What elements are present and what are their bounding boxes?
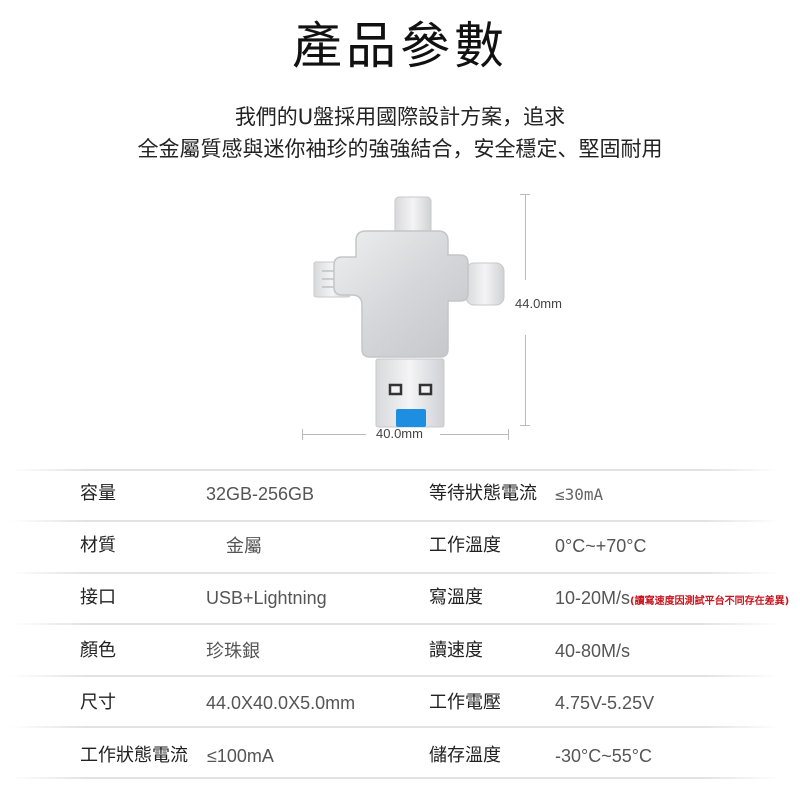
spec-divider [10, 726, 780, 728]
width-dimension-line-right [440, 434, 508, 435]
spec-value-color: 珍珠銀 [206, 641, 260, 661]
spec-value-write-speed-group: 10-20M/s(讀寫速度因測試平台不同存在差異) [555, 586, 789, 614]
spec-divider [10, 623, 780, 625]
spec-note-speed-disclaimer: (讀寫速度因測試平台不同存在差異) [630, 596, 790, 607]
spec-value-standby-current: ≤30mA [555, 485, 604, 504]
spec-value-material: 金屬 [226, 536, 262, 556]
spec-value-working-current: ≤100mA [207, 746, 274, 766]
spec-value-voltage: 4.75V-5.25V [555, 693, 655, 713]
spec-value-interface: USB+Lightning [206, 588, 327, 608]
subtitle-line-2: 全金屬質感與迷你袖珍的強強結合，安全穩定、堅固耐用 [137, 137, 663, 161]
width-dimension-label: 40.0mm [376, 426, 423, 441]
spec-value-read-speed: 40-80M/s [555, 641, 631, 661]
spec-label-material: 材質 [80, 535, 116, 556]
usb-drive-illustration [313, 196, 505, 428]
spec-divider [10, 675, 780, 677]
spec-label-read-speed: 讀速度 [429, 640, 483, 661]
height-dimension-label: 44.0mm [515, 296, 562, 311]
spec-divider [10, 469, 780, 471]
height-dimension-tick-bottom [520, 425, 530, 426]
width-dimension-tick-right [508, 429, 509, 440]
spec-label-interface: 接口 [80, 587, 116, 608]
height-dimension-line-bottom [525, 335, 526, 425]
spec-divider [10, 520, 780, 522]
spec-label-size: 尺寸 [80, 692, 116, 713]
spec-label-capacity: 容量 [80, 483, 116, 504]
spec-value-capacity: 32GB-256GB [206, 484, 315, 504]
width-dimension-line-left [302, 434, 366, 435]
subtitle-line-1: 我們的U盤採用國際設計方案，追求 [234, 105, 566, 129]
spec-value-operating-temp: 0°C~+70°C [555, 536, 647, 556]
spec-divider [10, 777, 780, 779]
spec-label-write-speed: 寫溫度 [429, 587, 483, 608]
height-dimension-line-top [525, 194, 526, 280]
spec-value-size: 44.0X40.0X5.0mm [206, 693, 356, 713]
spec-value-write-speed: 10-20M/s [555, 588, 631, 608]
product-image [290, 185, 590, 455]
spec-divider [10, 572, 780, 574]
spec-label-working-current: 工作狀態電流 [80, 745, 188, 766]
spec-label-operating-temp: 工作溫度 [429, 535, 501, 556]
spec-value-storage-temp: -30°C~55°C [555, 746, 652, 766]
spec-label-storage-temp: 儲存溫度 [429, 745, 501, 766]
page-title: 產品參數 [292, 17, 508, 75]
spec-label-color: 顏色 [80, 640, 116, 661]
spec-label-voltage: 工作電壓 [429, 692, 501, 713]
spec-label-standby-current: 等待狀態電流 [429, 483, 537, 504]
